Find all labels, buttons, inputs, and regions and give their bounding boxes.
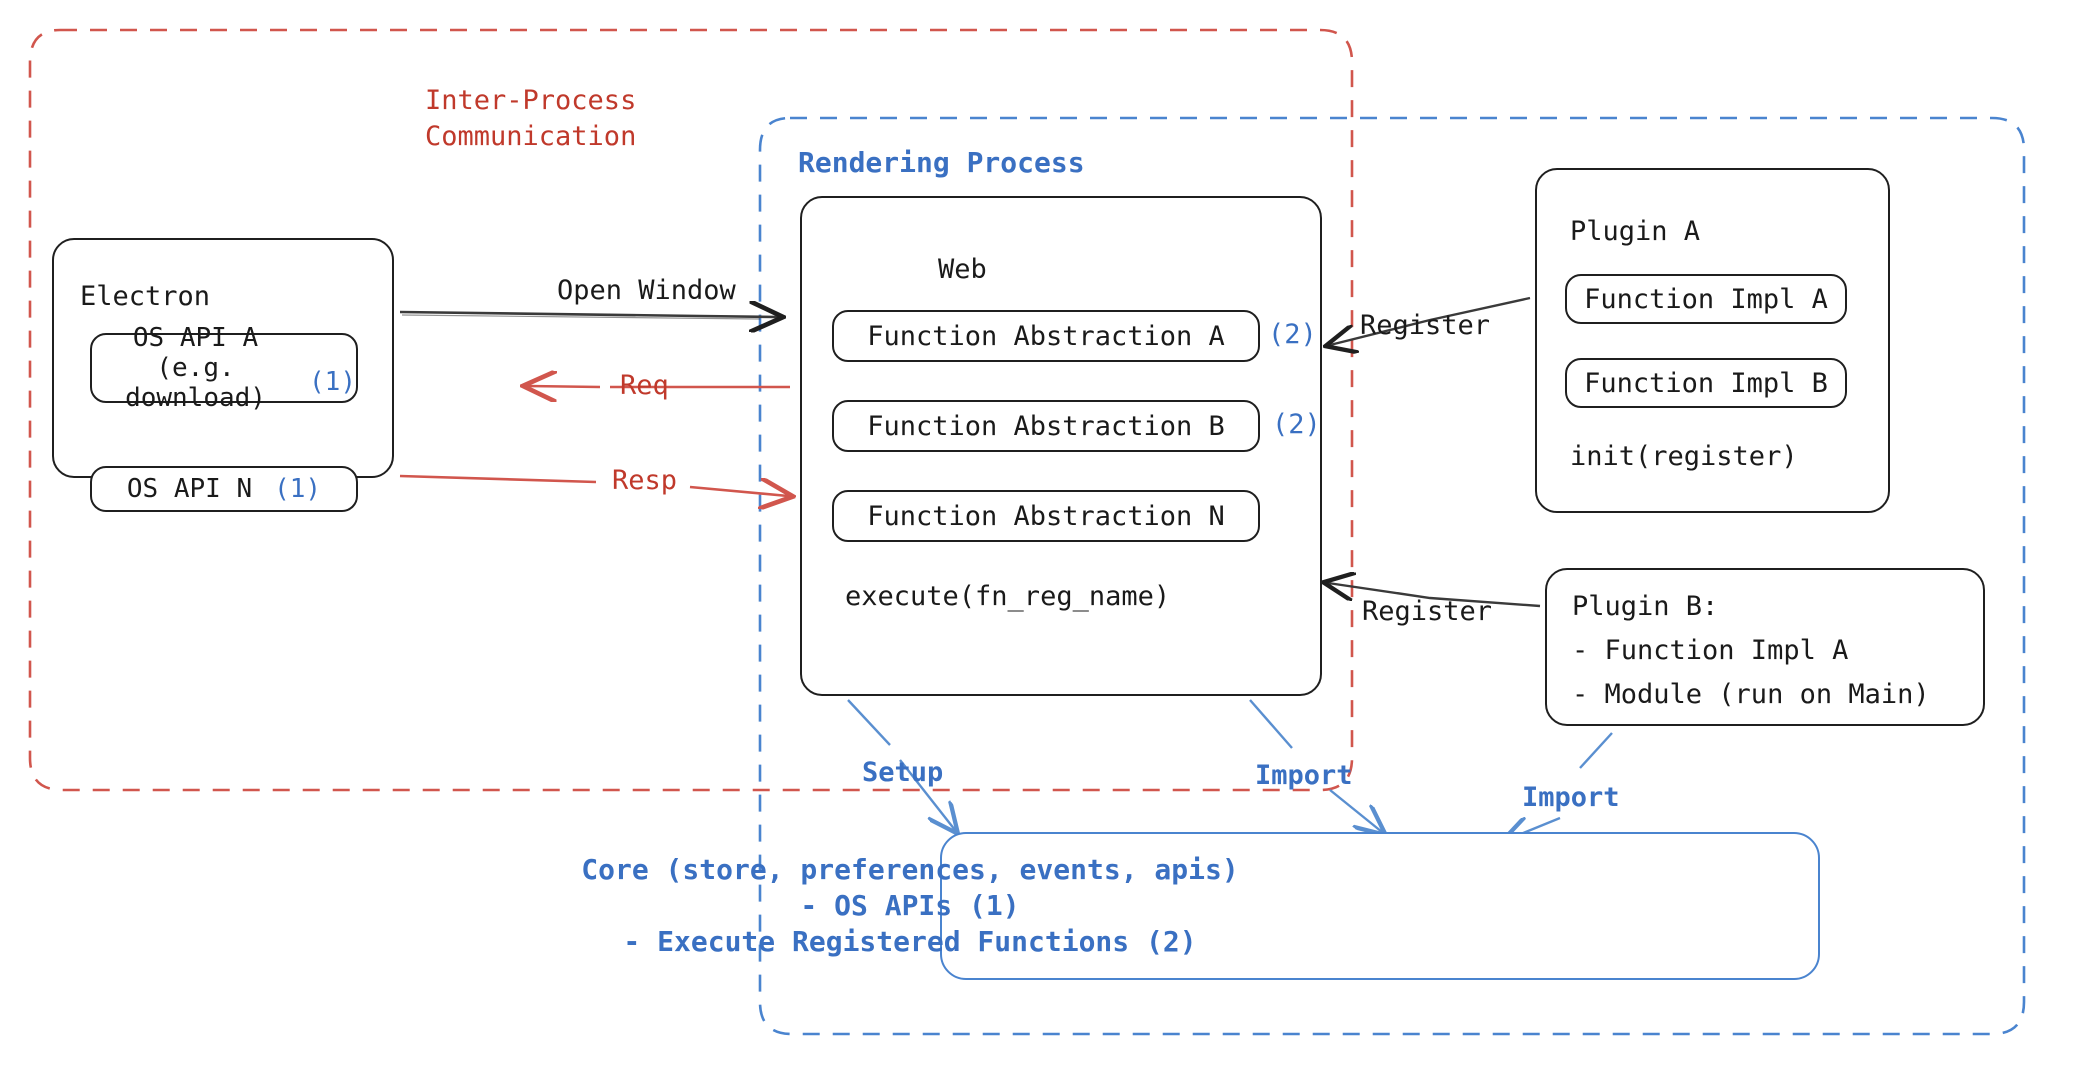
function-abstraction-b-tag: (2) [1272, 409, 1321, 440]
plugin-b-item-1: - Module (run on Main) [1572, 679, 1930, 710]
plugin-b-box[interactable] [1545, 568, 1985, 726]
plugin-a-title: Plugin A [1570, 216, 1701, 247]
os-api-n-tag: (1) [274, 474, 322, 504]
core-line-1: Core (store, preferences, events, apis) [581, 853, 1239, 886]
function-abstraction-b-label: Function Abstraction B [867, 410, 1225, 442]
function-abstraction-a-tag: (2) [1268, 319, 1317, 350]
plugin-a-function-impl-b-label: Function Impl B [1584, 367, 1828, 399]
core-line-3: - Execute Registered Functions (2) [623, 925, 1197, 958]
plugin-b-item-0: - Function Impl A [1572, 635, 1849, 666]
arrow-label-register-top: Register [1360, 310, 1491, 341]
plugin-b-title: Plugin B: [1572, 591, 1719, 622]
function-abstraction-n-box[interactable]: Function Abstraction N [832, 490, 1260, 542]
os-api-a-tag: (1) [309, 367, 356, 397]
plugin-a-init-label: init(register) [1570, 441, 1798, 472]
web-title: Web [938, 254, 987, 285]
web-execute-label: execute(fn_reg_name) [845, 581, 1171, 612]
arrow-open-window [399, 312, 778, 319]
arrow-resp [399, 474, 788, 496]
rendering-process-caption: Rendering Process [798, 146, 1085, 179]
core-line-2: - OS APIs (1) [800, 889, 1020, 922]
arrow-label-import-right: Import [1522, 782, 1620, 813]
plugin-a-function-impl-a-label: Function Impl A [1584, 283, 1828, 315]
function-abstraction-a-label: Function Abstraction A [867, 320, 1225, 352]
arrow-label-open-window: Open Window [557, 275, 736, 306]
arrow-label-setup: Setup [862, 757, 944, 788]
electron-title: Electron [80, 281, 211, 312]
os-api-n-box[interactable]: OS API N (1) [90, 466, 358, 512]
function-abstraction-b-box[interactable]: Function Abstraction B [832, 400, 1260, 452]
os-api-a-box[interactable]: OS API A (e.g. download) (1) [90, 323, 358, 413]
core-box[interactable] [940, 832, 1820, 980]
plugin-a-box[interactable] [1535, 168, 1890, 513]
ipc-caption: Inter-Process Communication [425, 85, 637, 152]
os-api-n-label: OS API N [126, 474, 253, 504]
arrow-label-req: Req [620, 370, 669, 401]
plugin-a-function-impl-b-box[interactable]: Function Impl B [1565, 358, 1847, 408]
arrow-label-import-left: Import [1255, 760, 1353, 791]
arrow-label-resp: Resp [612, 465, 678, 496]
os-api-a-label: OS API A (e.g. download) [125, 323, 266, 413]
plugin-a-function-impl-a-box[interactable]: Function Impl A [1565, 274, 1847, 324]
function-abstraction-n-label: Function Abstraction N [867, 500, 1225, 532]
function-abstraction-a-box[interactable]: Function Abstraction A [832, 310, 1260, 362]
arrow-label-register-bottom: Register [1362, 596, 1493, 627]
